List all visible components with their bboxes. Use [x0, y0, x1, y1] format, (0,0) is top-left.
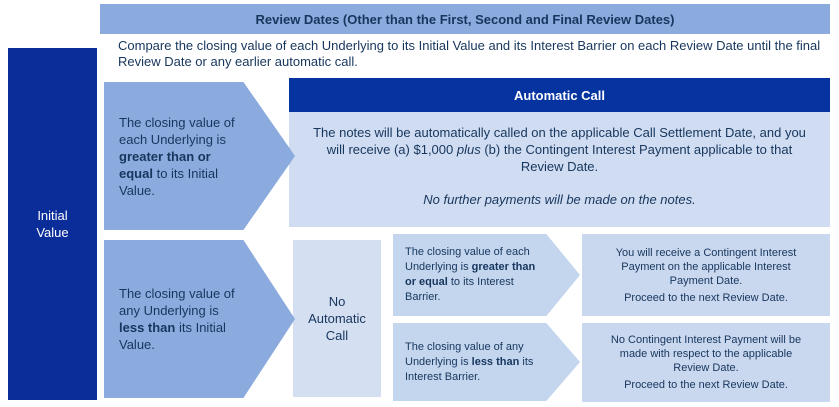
- branch-arrow-below-initial-value: The closing value of any Underlying is l…: [104, 240, 295, 398]
- branch-up-bold: greater than or equal: [119, 148, 211, 181]
- initial-value-sidebar: Initial Value: [8, 48, 97, 400]
- no-payment-outcome-box: No Contingent Interest Payment will be m…: [582, 323, 830, 402]
- sub-branch-up-bold: greater than or equal: [405, 261, 536, 288]
- automatic-call-body: The notes will be automatically called o…: [289, 112, 830, 227]
- branch-arrow-above-initial-value: The closing value of each Underlying is …: [104, 82, 295, 230]
- branch-up-pre: The closing value of each Underlying is: [119, 114, 235, 147]
- branch-down-pre: The closing value of any Underlying is: [119, 286, 235, 318]
- no-payment-outcome-text: No Contingent Interest Payment will be m…: [610, 334, 802, 374]
- no-payment-proceed-text: Proceed to the next Review Date.: [624, 379, 788, 391]
- sub-branch-arrow-above-barrier: The closing value of each Underlying is …: [393, 234, 580, 316]
- auto-call-body-italic: plus: [456, 142, 481, 157]
- auto-call-body-pre: The notes will be automatically called o…: [313, 125, 806, 157]
- sub-branch-down-bold: less than: [471, 355, 520, 368]
- sub-branch-below-text: The closing value of any Underlying is l…: [393, 340, 537, 385]
- contingent-payment-outcome-text: You will receive a Contingent Interest P…: [615, 246, 797, 287]
- sub-branch-above-text: The closing value of each Underlying is …: [393, 245, 537, 305]
- intro-text: Compare the closing value of each Underl…: [118, 38, 821, 69]
- branch-arrow-above-text: The closing value of each Underlying is …: [104, 114, 245, 199]
- sub-branch-arrow-below-barrier: The closing value of any Underlying is l…: [393, 323, 580, 401]
- automatic-call-title: Automatic Call: [513, 87, 605, 103]
- review-dates-title: Review Dates (Other than the First, Seco…: [255, 11, 675, 27]
- automatic-call-header: Automatic Call: [289, 78, 830, 112]
- branch-up-post: to its Initial Value.: [119, 165, 218, 198]
- no-automatic-call-box: No Automatic Call: [293, 240, 381, 397]
- contingent-payment-proceed-text: Proceed to the next Review Date.: [624, 291, 788, 304]
- auto-call-body-post: (b) the Contingent Interest Payment appl…: [480, 142, 793, 174]
- initial-value-label: Initial Value: [36, 208, 69, 240]
- sub-branch-up-post: to its Interest Barrier.: [405, 276, 514, 303]
- branch-arrow-below-text: The closing value of any Underlying is l…: [104, 285, 245, 353]
- contingent-payment-outcome-box: You will receive a Contingent Interest P…: [582, 234, 830, 316]
- sub-branch-up-pre: The closing value of each Underlying is: [405, 246, 530, 273]
- no-automatic-call-label: No Automatic Call: [308, 294, 366, 343]
- branch-down-bold: less than: [119, 320, 176, 335]
- automatic-call-box: Automatic Call The notes will be automat…: [289, 78, 830, 227]
- review-dates-title-bar: Review Dates (Other than the First, Seco…: [100, 4, 830, 34]
- no-further-payments-note: No further payments will be made on the …: [423, 192, 696, 207]
- branch-down-post: its Initial Value.: [119, 320, 226, 352]
- automatic-call-description: The notes will be automatically called o…: [307, 124, 812, 175]
- sub-branch-down-post: its Interest Barrier.: [405, 355, 534, 383]
- sub-branch-down-pre: The closing value of any Underlying is: [405, 340, 524, 368]
